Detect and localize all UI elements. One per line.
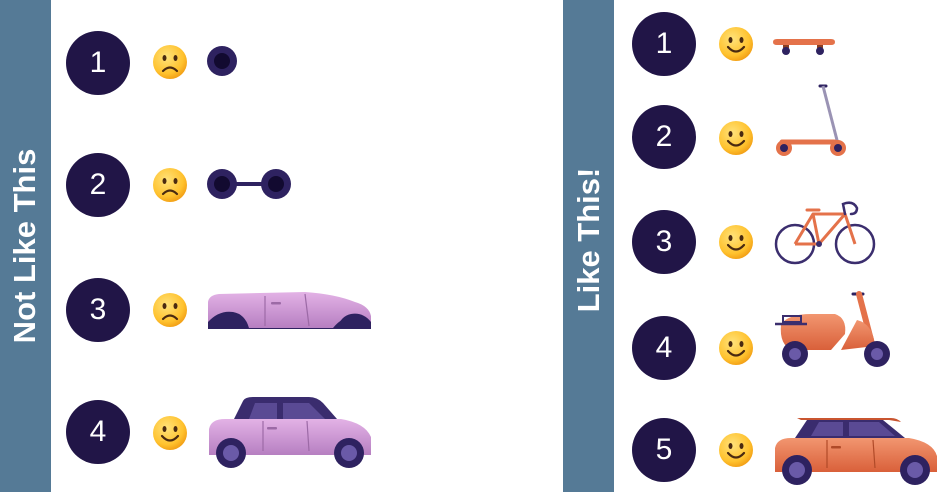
- motor-scooter-icon: [775, 291, 890, 367]
- sad-face-icon: [153, 168, 187, 202]
- axle-icon: [207, 169, 291, 199]
- happy-face-icon: [719, 121, 753, 155]
- left-step-number-4: 4: [66, 400, 130, 464]
- happy-face-icon: [719, 225, 753, 259]
- right-step-number-1: 1: [632, 12, 696, 76]
- right-band-label: Like This!: [571, 167, 606, 313]
- wheel-icon: [207, 46, 237, 76]
- car-icon: [209, 397, 371, 468]
- happy-face-icon: [719, 331, 753, 365]
- right-side-band: Like This!: [563, 0, 614, 492]
- bicycle-icon: [774, 201, 876, 265]
- right-step-number-2: 2: [632, 105, 696, 169]
- left-step-number-1: 1: [66, 31, 130, 95]
- sad-face-icon: [153, 45, 187, 79]
- left-step-number-3: 3: [66, 278, 130, 342]
- left-step-number-2: 2: [66, 153, 130, 217]
- happy-face-icon: [153, 416, 187, 450]
- scooter-icon: [776, 84, 846, 156]
- happy-face-icon: [719, 27, 753, 61]
- car-icon: [775, 418, 937, 485]
- left-band-label: Not Like This: [7, 148, 42, 344]
- happy-face-icon: [719, 433, 753, 467]
- right-step-number-5: 5: [632, 418, 696, 482]
- sad-face-icon: [153, 293, 187, 327]
- car-body-icon: [208, 292, 371, 329]
- skateboard-icon: [773, 39, 835, 55]
- left-side-band: Not Like This: [0, 0, 51, 492]
- right-step-number-4: 4: [632, 316, 696, 380]
- right-step-number-3: 3: [632, 210, 696, 274]
